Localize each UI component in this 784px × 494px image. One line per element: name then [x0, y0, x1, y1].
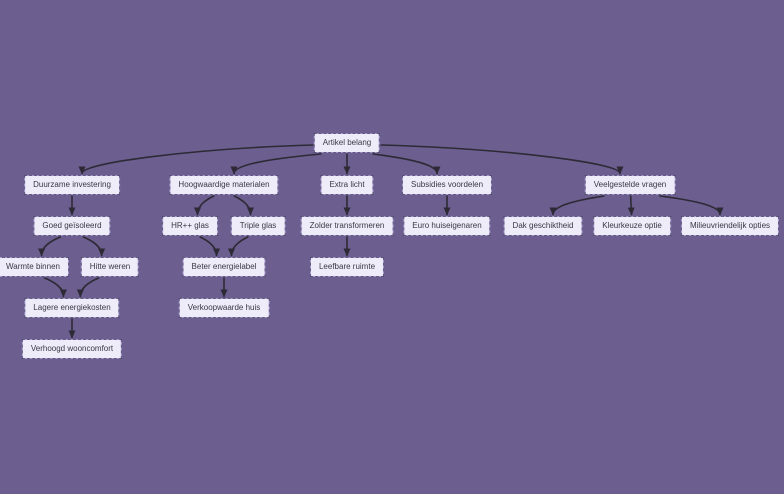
- node-lagere[interactable]: Lagere energiekosten: [24, 298, 121, 318]
- edge-root-hoogwaardige: [230, 153, 322, 175]
- node-dak[interactable]: Dak geschiktheid: [503, 216, 583, 236]
- edge-hitte-lagere: [76, 277, 100, 298]
- node-warmte[interactable]: Warmte binnen: [0, 257, 69, 277]
- node-hr[interactable]: HR++ glas: [162, 216, 218, 236]
- edge-root-veelgestelde: [380, 144, 624, 175]
- edge-warmte-lagere: [43, 277, 67, 298]
- edge-veelgestelde-dak: [549, 195, 605, 216]
- edge-veelgestelde-kleur: [627, 195, 635, 216]
- node-triple[interactable]: Triple glas: [230, 216, 286, 236]
- node-root[interactable]: Artikel belang: [313, 133, 381, 153]
- node-hitte[interactable]: Hitte weren: [80, 257, 140, 277]
- node-goed[interactable]: Goed geïsoleerd: [33, 216, 111, 236]
- node-hoogwaardige[interactable]: Hoogwaardige materialen: [169, 175, 279, 195]
- edge-hoogwaardige-triple: [233, 195, 255, 216]
- edge-veelgestelde-milieu: [659, 195, 724, 216]
- node-subsidies[interactable]: Subsidies voordelen: [401, 175, 493, 195]
- node-veelgestelde[interactable]: Veelgestelde vragen: [584, 175, 676, 195]
- node-leefbare[interactable]: Leefbare ruimte: [309, 257, 385, 277]
- node-milieu[interactable]: Milieuvriendelijk opties: [680, 216, 780, 236]
- edge-hoogwaardige-hr: [193, 195, 215, 216]
- edge-root-subsidies: [372, 153, 441, 175]
- node-zolder[interactable]: Zolder transformeren: [300, 216, 394, 236]
- edge-hr-beter: [199, 236, 221, 257]
- edge-goed-hitte: [82, 236, 106, 257]
- node-verkoop[interactable]: Verkoopwaarde huis: [178, 298, 270, 318]
- node-kleur[interactable]: Kleurkeuze optie: [593, 216, 671, 236]
- edge-goed-warmte: [38, 236, 62, 257]
- edge-root-duurzame: [78, 144, 314, 175]
- node-beter[interactable]: Beter energielabel: [182, 257, 266, 277]
- node-euro[interactable]: Euro huiseigenaren: [403, 216, 492, 236]
- node-duurzame[interactable]: Duurzame investering: [24, 175, 120, 195]
- node-extra[interactable]: Extra licht: [320, 175, 374, 195]
- node-verhoogd[interactable]: Verhoogd wooncomfort: [21, 339, 123, 359]
- edge-triple-beter: [227, 236, 249, 257]
